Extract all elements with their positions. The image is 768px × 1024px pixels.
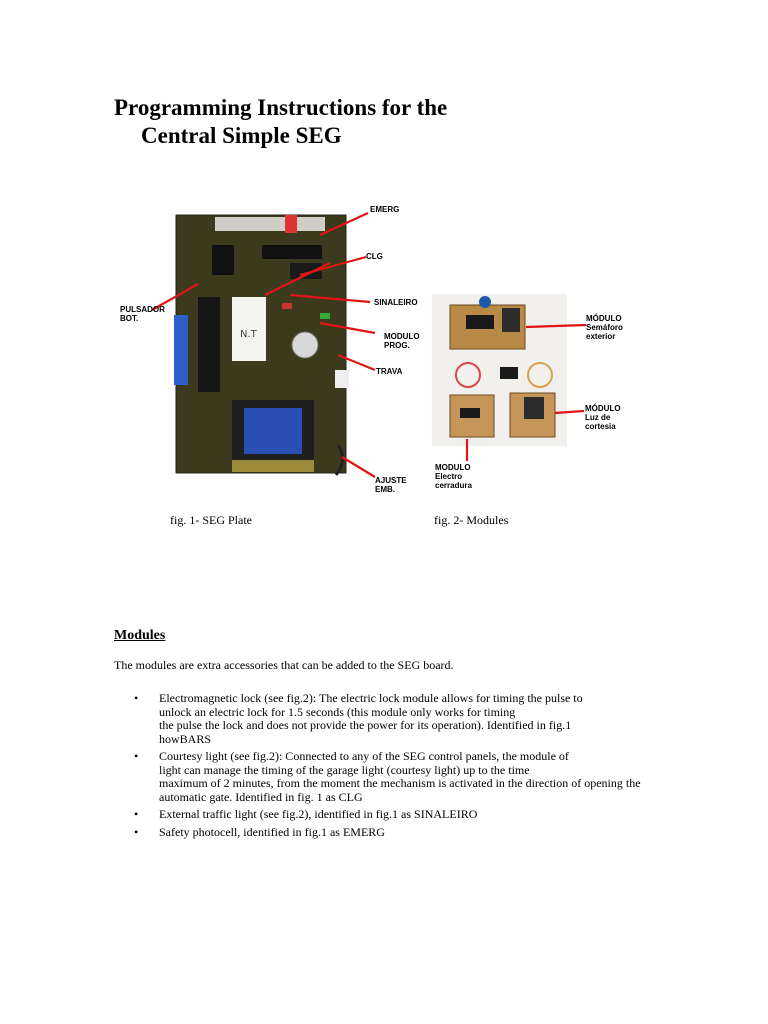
label-modulo-luz: MÓDULO Luz de cortesia	[585, 404, 621, 431]
label-emerg: EMERG	[370, 205, 400, 214]
list-item-line: Safety photocell, identified in fig.1 as…	[159, 824, 385, 839]
document-title: Programming Instructions for the Central…	[114, 94, 447, 150]
label-modulo-electro: MODULO Electro cerradura	[435, 463, 472, 490]
list-item-line: automatic gate. Identified in fig. 1 as …	[159, 789, 363, 804]
list-item-line: unlock an electric lock for 1.5 seconds …	[159, 704, 516, 719]
section-intro-paragraph: The modules are extra accessories that c…	[114, 658, 454, 672]
label-electro-line2: Electro	[435, 472, 463, 481]
list-item-line: howBARS	[159, 731, 212, 746]
label-clg: CLG	[366, 252, 383, 261]
list-item: • External traffic light (see fig.2), id…	[114, 807, 674, 822]
fig1-caption: fig. 1- SEG Plate	[170, 513, 252, 527]
label-semaforo-line1: MÓDULO	[586, 314, 622, 323]
label-electro-line1: MODULO	[435, 463, 471, 472]
modules-bullet-list: • Electromagnetic lock (see fig.2): The …	[114, 691, 674, 843]
label-modulo-semaforo: MÓDULO Semáforo exterior	[586, 314, 623, 341]
label-luz-line2: Luz de	[585, 413, 611, 422]
list-item-line: External traffic light (see fig.2), iden…	[159, 807, 478, 821]
bullet-glyph: •	[134, 691, 139, 705]
list-item-line: maximum of 2 minutes, from the moment th…	[159, 776, 641, 790]
label-ajuste-line1: AJUSTE	[375, 476, 407, 485]
label-pulsador-line2: BOT.	[120, 314, 139, 323]
label-ajuste-emb: AJUSTE EMB.	[375, 476, 407, 494]
label-pulsador-bot: PULSADOR BOT.	[120, 305, 165, 323]
label-trava: TRAVA	[376, 367, 403, 376]
label-modulo-prog-line1: MODULO	[384, 332, 420, 341]
label-modulo-prog: MODULO PROG.	[384, 332, 420, 350]
list-item: • Courtesy light (see fig.2): Connected …	[114, 749, 674, 804]
list-item: • Electromagnetic lock (see fig.2): The …	[114, 691, 674, 746]
label-luz-line3: cortesia	[585, 422, 616, 431]
bullet-glyph: •	[134, 807, 139, 821]
list-item-line: Courtesy light (see fig.2): Connected to…	[159, 749, 569, 763]
fig1-seg-plate-image: N.T	[174, 212, 376, 478]
list-item-line: light can manage the timing of the garag…	[159, 762, 530, 777]
list-item: • Safety photocell, identified in fig.1 …	[114, 824, 674, 840]
bullet-glyph: •	[134, 824, 139, 839]
title-line-2: Central Simple SEG	[141, 123, 342, 148]
label-luz-line1: MÓDULO	[585, 404, 621, 413]
title-line-1: Programming Instructions for the	[114, 95, 448, 120]
label-electro-line3: cerradura	[435, 481, 472, 490]
bullet-glyph: •	[134, 749, 139, 763]
list-item-line: the pulse the lock and does not provide …	[159, 718, 572, 732]
label-semaforo-line3: exterior	[586, 332, 616, 341]
section-heading-modules: Modules	[114, 628, 166, 643]
label-sinaleiro: SINALEIRO	[374, 298, 418, 307]
label-pulsador-line1: PULSADOR	[120, 305, 165, 314]
list-item-line: Electromagnetic lock (see fig.2): The el…	[159, 691, 583, 705]
fig2-caption: fig. 2- Modules	[434, 513, 509, 527]
fig2-modules-image	[432, 294, 587, 461]
label-semaforo-line2: Semáforo	[586, 323, 623, 332]
label-ajuste-line2: EMB.	[375, 485, 395, 494]
label-modulo-prog-line2: PROG.	[384, 341, 410, 350]
pulsador-pointer-line	[151, 283, 199, 311]
svg-text:N.T: N.T	[240, 329, 258, 340]
